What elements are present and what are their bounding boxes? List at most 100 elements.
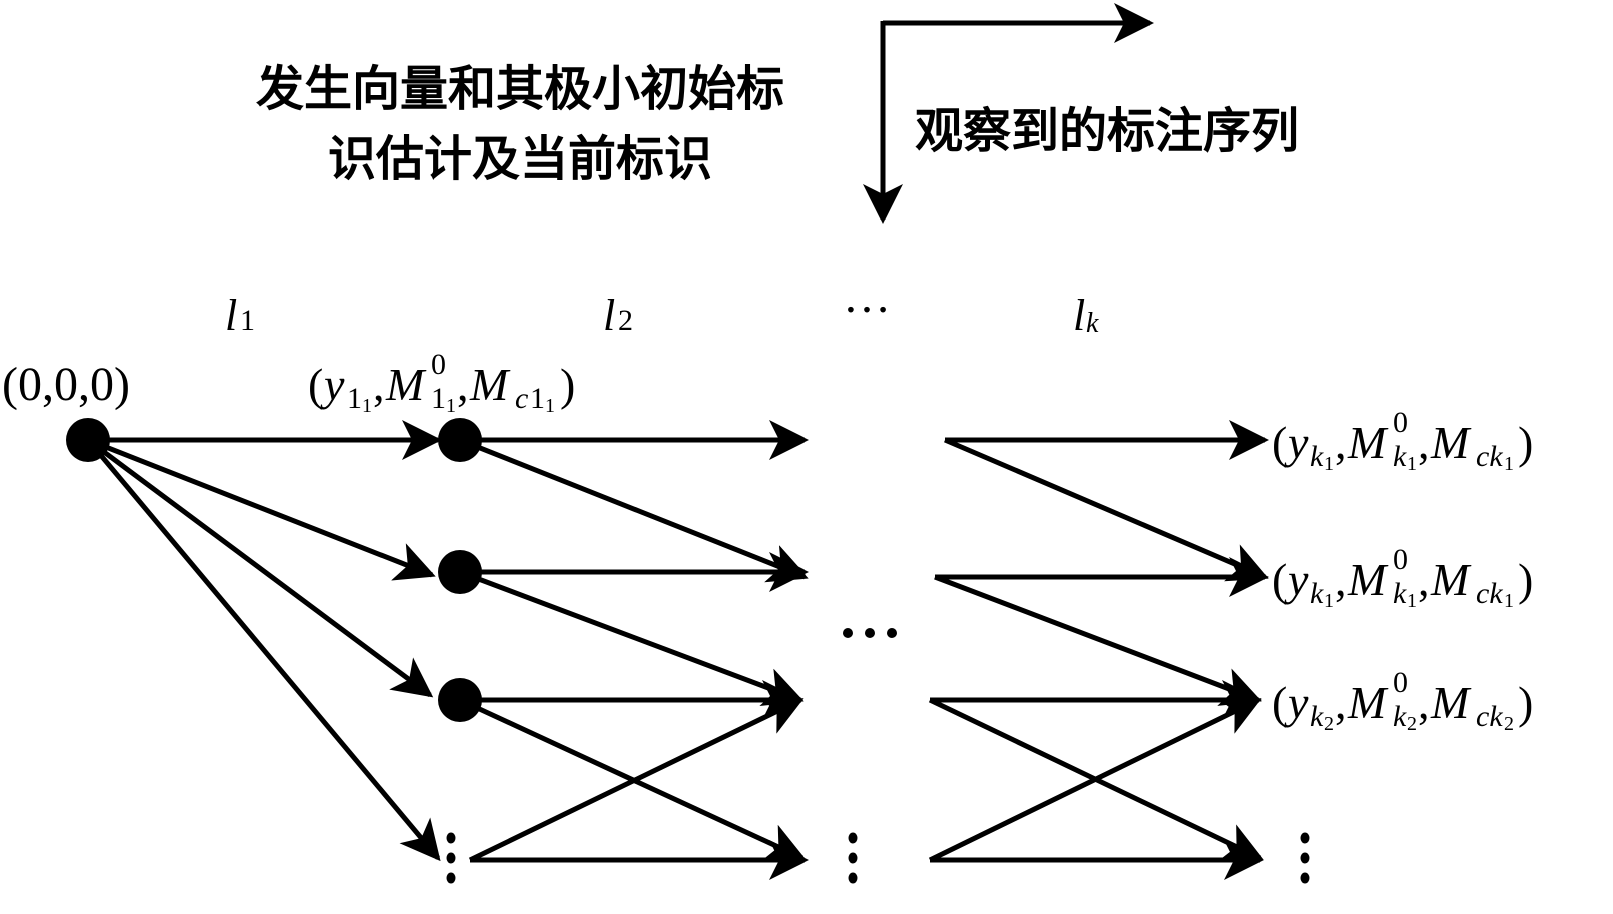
svg-text:0: 0 [1393, 543, 1408, 576]
svg-text:l: l [225, 291, 237, 340]
svg-text:2: 2 [1407, 713, 1417, 735]
svg-text:k: k [1310, 577, 1324, 610]
horizontal-ellipsis-dot [843, 628, 853, 638]
svg-text:1: 1 [347, 382, 362, 415]
svg-text:1: 1 [545, 395, 555, 417]
caption-left-line1: 发生向量和其极小初始标 [256, 61, 784, 117]
svg-text:(: ( [1272, 554, 1287, 605]
svg-text:1: 1 [1407, 590, 1417, 612]
transition-arrow [934, 574, 1262, 706]
svg-text:y: y [1284, 677, 1309, 728]
svg-text:1: 1 [530, 382, 545, 415]
svg-text:2: 2 [618, 304, 633, 337]
svg-text:y: y [320, 359, 345, 410]
svg-text:0: 0 [1393, 406, 1408, 439]
svg-text:y: y [1284, 417, 1309, 468]
svg-text:): ) [560, 359, 575, 410]
svg-text:,: , [1335, 677, 1347, 728]
svg-text:k: k [1310, 700, 1324, 733]
transition-arrow [468, 697, 804, 863]
vertical-ellipsis-dot [446, 872, 456, 884]
svg-text:1: 1 [1504, 453, 1514, 475]
stage-label-ellipsis: … [843, 270, 891, 323]
vertical-ellipsis-dot [1300, 872, 1310, 884]
svg-text:y: y [1284, 554, 1309, 605]
svg-text:M: M [1430, 677, 1472, 728]
svg-text:ck: ck [1476, 700, 1503, 733]
caption-right: 观察到的标注序列 [915, 103, 1299, 159]
root-node [66, 418, 110, 462]
svg-text:M: M [385, 359, 427, 410]
vertical-ellipsis-dot [848, 852, 858, 864]
svg-text:1: 1 [431, 382, 446, 415]
vertical-ellipsis-dot [1300, 832, 1310, 844]
stage-label-lk: l k [1073, 291, 1099, 340]
vertical-ellipsis-dot [848, 872, 858, 884]
svg-text:l: l [603, 291, 615, 340]
transition-arrow [458, 697, 806, 862]
svg-text:): ) [1518, 417, 1533, 468]
svg-text:ck: ck [1476, 440, 1503, 473]
transition-arrow [459, 437, 809, 583]
transition-arrow [86, 438, 441, 862]
svg-text:(: ( [1272, 677, 1287, 728]
svg-text:1: 1 [1407, 453, 1417, 475]
svg-text:1: 1 [362, 395, 372, 417]
caption-left-line2: 识估计及当前标识 [328, 131, 712, 187]
svg-text:): ) [1518, 677, 1533, 728]
state-node [438, 418, 482, 462]
svg-text:M: M [1347, 417, 1389, 468]
svg-text:M: M [1430, 554, 1472, 605]
svg-text:1: 1 [1504, 590, 1514, 612]
svg-text:0: 0 [431, 348, 446, 381]
svg-text:c: c [515, 382, 528, 415]
svg-text:(: ( [308, 359, 323, 410]
svg-text:1: 1 [1324, 453, 1334, 475]
svg-text:,: , [373, 359, 385, 410]
transition-arrow [944, 437, 1269, 582]
svg-text:,: , [1418, 417, 1430, 468]
vertical-ellipsis-dot [1300, 852, 1310, 864]
root-label: (0,0,0) [2, 358, 130, 411]
svg-text:l: l [1073, 291, 1085, 340]
axis-arrows [863, 3, 1154, 224]
svg-text:M: M [1430, 417, 1472, 468]
svg-text:1: 1 [1324, 590, 1334, 612]
transition-arrow [87, 437, 436, 581]
svg-text:ck: ck [1476, 577, 1503, 610]
transition-arrow [459, 569, 804, 707]
svg-text:,: , [457, 359, 469, 410]
svg-text:k: k [1393, 440, 1407, 473]
svg-text:M: M [469, 359, 511, 410]
transition-arrow [86, 437, 434, 698]
node-label-l1: ( y 1 1 , M 0 1 1 , M c 1 1 ) [308, 348, 575, 417]
state-node [438, 678, 482, 722]
svg-text:M: M [1347, 677, 1389, 728]
svg-text:M: M [1347, 554, 1389, 605]
svg-text:k: k [1086, 308, 1099, 339]
vertical-ellipsis-dot [848, 832, 858, 844]
svg-text:k: k [1310, 440, 1324, 473]
stage-label-l2: l 2 [603, 291, 633, 340]
svg-text:k: k [1393, 700, 1407, 733]
svg-text:): ) [1518, 554, 1533, 605]
vertical-ellipsis-dot [446, 832, 456, 844]
transition-arrow [928, 697, 1262, 863]
svg-text:2: 2 [1504, 713, 1514, 735]
svg-text:,: , [1418, 554, 1430, 605]
horizontal-ellipsis-dot [887, 628, 897, 638]
state-node [438, 550, 482, 594]
svg-text:1: 1 [240, 304, 255, 337]
horizontal-ellipsis-dot [865, 628, 875, 638]
svg-text:0: 0 [1393, 666, 1408, 699]
svg-text:,: , [1418, 677, 1430, 728]
vertical-ellipsis-dot [446, 852, 456, 864]
svg-text:,: , [1335, 417, 1347, 468]
svg-text:k: k [1393, 577, 1407, 610]
stage-label-l1: l 1 [225, 291, 255, 340]
svg-text:1: 1 [446, 395, 456, 417]
